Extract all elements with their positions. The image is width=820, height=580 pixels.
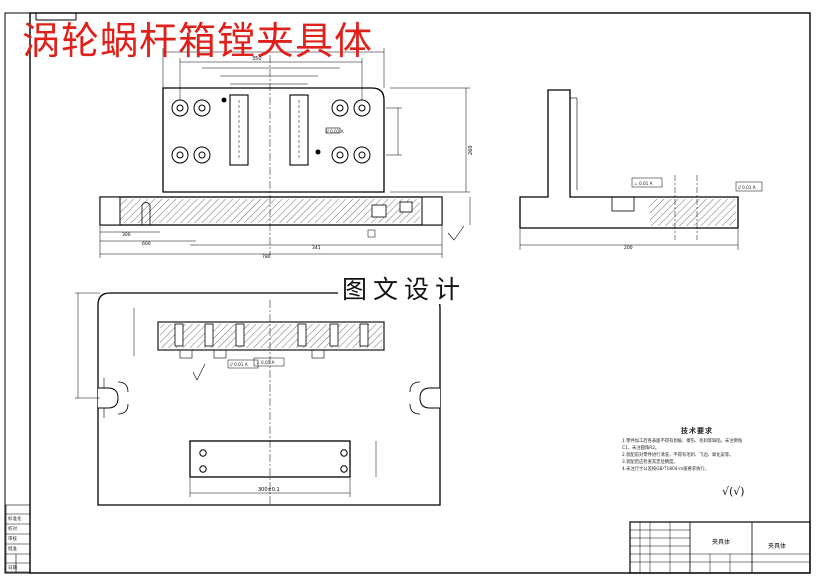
dim-front-0: 300 (122, 232, 131, 238)
watermark-text: 图文设计 (338, 276, 471, 304)
technical-notes: 技术要求 1.零件加工后各表面不得有划痕、擦伤、毛刺等缺陷，未注倒角 C1，未注… (622, 428, 772, 473)
technical-notes-heading: 技术要求 (681, 427, 713, 435)
tolerance-frame-4: // 0.01 A (326, 129, 344, 134)
sheet-inner-border (29, 12, 811, 574)
title-block (629, 521, 811, 574)
right-side-view (519, 89, 763, 250)
bottom-plan-view (75, 292, 441, 506)
left-margin-table (5, 504, 31, 573)
dim-right-0: 200 (624, 245, 633, 251)
margin-label: 审核 (8, 537, 17, 542)
tolerance-frame-3: // 0.01 A (230, 362, 248, 367)
tolerance-frame-1: // 0.01 A (738, 185, 756, 190)
dim-front-3: 780 (262, 254, 271, 260)
dim-bottom-0: 300±0.1 (258, 487, 280, 493)
dim-top-plan-1: 260 (468, 145, 474, 155)
margin-label: 校对 (8, 527, 17, 532)
tolerance-frame-0: ⊥ 0.01 A (634, 181, 653, 186)
tolerance-frame-2: ⊥ 0.01 A (256, 360, 275, 365)
front-section-view (99, 196, 471, 258)
top-plan-view (162, 48, 470, 255)
technical-note-line: 3.装配后应检查其定位精度。 (622, 460, 678, 465)
dim-front-2: 341 (312, 245, 321, 251)
margin-label: 日期 (8, 566, 17, 571)
margin-label: 标准化 (8, 517, 22, 522)
technical-note-line: C1，未注圆角R2。 (622, 446, 660, 451)
tolerance-frames: ⊥ 0.01 A // 0.01 A ⊥ 0.01 A // 0.01 A //… (230, 129, 756, 367)
roughness-symbol-icon: √(√) (722, 485, 745, 498)
technical-note-line: 1.零件加工后各表面不得有划痕、擦伤、毛刺等缺陷，未注倒角 (622, 439, 743, 444)
title-block-name: 夹具体 (712, 539, 731, 546)
technical-note-line: 2.装配前对零件进行清洗，不得有毛刺、飞边、氧化皮等。 (622, 453, 734, 458)
margin-label: 批准 (8, 547, 17, 552)
technical-note-line: 4.未注尺寸公差按GB/T1804-m级要求执行。 (622, 467, 709, 472)
title-block-part: 夹具体 (768, 543, 787, 550)
banner-title: 涡轮蜗杆箱镗夹具体 (22, 19, 374, 63)
dim-front-1: 600 (142, 241, 151, 247)
dim-top-plan-0: 350 (252, 56, 262, 62)
